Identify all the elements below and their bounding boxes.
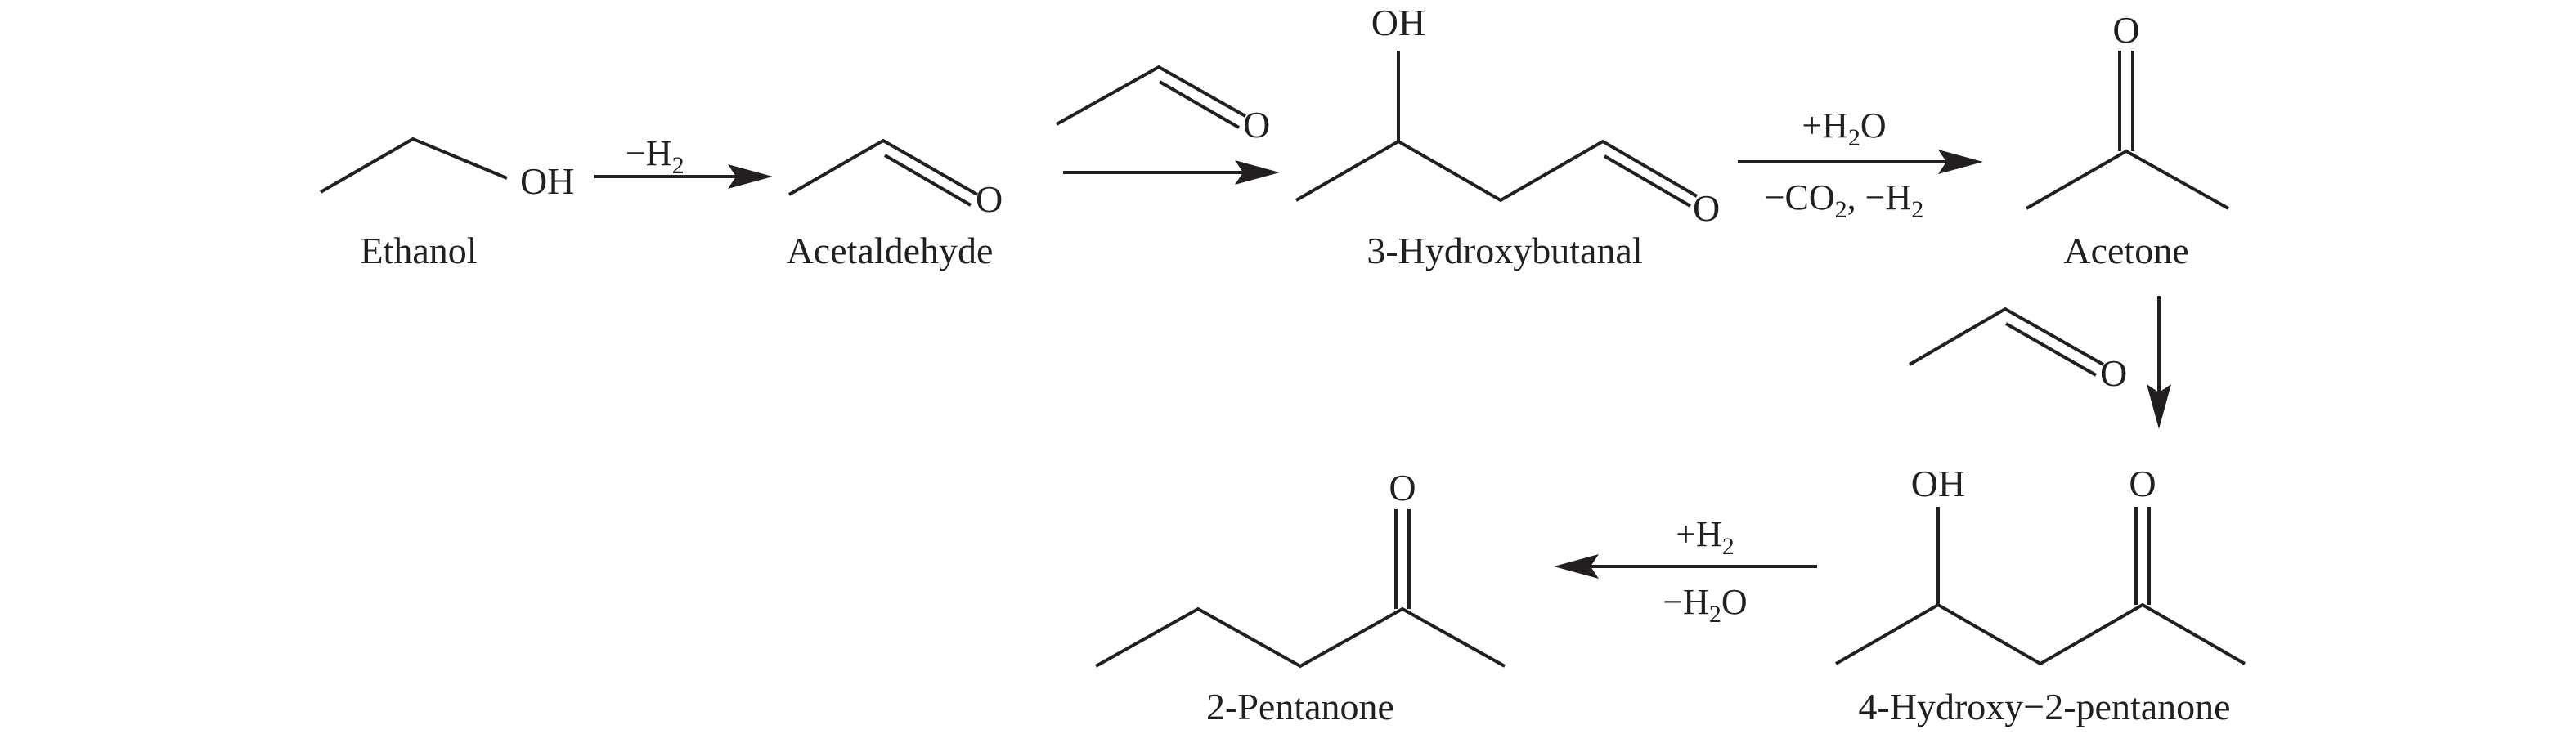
reagent-skeleton	[1908, 307, 2104, 366]
reagent-double-bond	[2005, 322, 2097, 377]
reagent-acetaldehyde-2: O	[1908, 307, 2127, 394]
condition-subscript: 2	[672, 152, 684, 179]
acetone-skeleton	[2026, 149, 2229, 210]
reagent-o-label: O	[2100, 352, 2127, 394]
condition-plus-h2o: +H2O	[1802, 105, 1886, 151]
arrow-head	[1554, 554, 1599, 579]
condition-plus-h2: +H2	[1676, 514, 1735, 560]
acetone-name: Acetone	[2063, 230, 2188, 271]
condition-subscript: 2	[1835, 196, 1847, 223]
condition-text: O	[1721, 582, 1748, 622]
hydroxypentanone-o-label: O	[2129, 463, 2156, 504]
reagent-acetaldehyde-1: O	[1056, 65, 1270, 145]
ethanol-oh-label: OH	[520, 160, 574, 202]
condition-subscript: 2	[1848, 124, 1860, 151]
condition-text: −H	[626, 133, 672, 173]
acetaldehyde-o-label: O	[976, 178, 1003, 220]
arrow-hydroxypentanone-to-pentanone	[1554, 554, 1817, 579]
arrow-hydroxybutanal-to-acetone	[1738, 150, 1983, 174]
ethanol-skeleton	[320, 137, 508, 194]
reagent-skeleton	[1056, 65, 1246, 126]
condition-subscript: 2	[1722, 533, 1735, 560]
ethanol-name: Ethanol	[360, 230, 477, 271]
hydroxybutanal-double-bond	[1603, 154, 1692, 208]
condition-minus-co2-h2: −CO2, −H2	[1765, 177, 1924, 223]
condition-text: −H	[1663, 582, 1709, 622]
arrow-head	[2147, 384, 2171, 429]
pentanone-structure: O	[1095, 467, 1506, 669]
hydroxybutanal-skeleton	[1295, 139, 1699, 203]
hydroxypentanone-structure: OH O	[1835, 463, 2246, 666]
condition-text: +H	[1676, 514, 1722, 554]
arrow-acetone-to-hydroxypentanone	[2147, 296, 2171, 429]
acetaldehyde-skeleton	[788, 138, 978, 196]
reagent-double-bond	[1159, 80, 1240, 129]
hydroxybutanal-oh-label: OH	[1371, 2, 1425, 43]
condition-text: −CO	[1765, 177, 1835, 217]
reagent-o-label: O	[1243, 104, 1270, 145]
acetaldehyde-name: Acetaldehyde	[787, 230, 994, 271]
condition-subscript: 2	[1911, 196, 1923, 223]
arrow-head	[1235, 160, 1280, 185]
pentanone-skeleton	[1095, 606, 1506, 669]
hydroxybutanal-structure: OH O	[1295, 2, 1720, 229]
hydroxypentanone-skeleton	[1835, 602, 2246, 666]
acetaldehyde-structure: O	[788, 138, 1003, 220]
hydroxypentanone-name: 4-Hydroxy−2-pentanone	[1858, 686, 2230, 727]
condition-subscript: 2	[1709, 601, 1721, 628]
pentanone-o-label: O	[1389, 467, 1416, 508]
pentanone-name: 2-Pentanone	[1206, 686, 1394, 727]
arrow-ethanol-to-acetaldehyde	[594, 164, 773, 189]
acetone-o-label: O	[2112, 9, 2139, 51]
ethanol-structure: OH	[320, 137, 574, 202]
arrow-head	[728, 164, 773, 189]
condition-minus-h2: −H2	[626, 133, 684, 179]
arrow-acetaldehyde-to-hydroxybutanal	[1063, 160, 1280, 185]
condition-text: +H	[1802, 105, 1848, 145]
condition-text: O	[1860, 105, 1887, 145]
hydroxybutanal-name: 3-Hydroxybutanal	[1367, 230, 1642, 271]
hydroxybutanal-o-label: O	[1693, 187, 1720, 229]
hydroxypentanone-oh-label: OH	[1911, 463, 1965, 504]
acetaldehyde-double-bond	[883, 154, 972, 207]
condition-text: , −H	[1847, 177, 1912, 217]
acetone-structure: O	[2026, 9, 2229, 210]
condition-minus-h2o: −H2O	[1663, 582, 1747, 628]
arrow-head	[1938, 150, 1983, 174]
